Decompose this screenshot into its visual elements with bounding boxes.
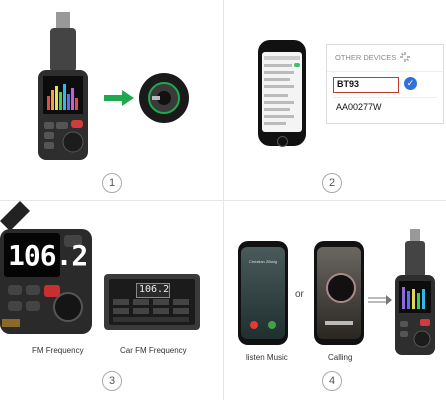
panel-2: OTHER DEVICES BT93 ✓ AA00277W 2 <box>224 0 446 200</box>
other-devices-label: OTHER DEVICES <box>335 53 397 62</box>
arrow-right-icon <box>104 90 134 106</box>
step-4-badge: 4 <box>322 371 342 391</box>
caption-car-fm-frequency: Car FM Frequency <box>120 346 187 355</box>
device-name: BT93 <box>337 79 360 89</box>
fm-transmitter-illustration <box>38 12 88 160</box>
incoming-call-screen: Christian Zillwig <box>241 247 285 339</box>
decline-call-icon <box>250 321 258 329</box>
divider-horizontal <box>0 200 446 201</box>
device-frequency-display: 106.2 <box>8 239 88 272</box>
smartphone <box>258 40 306 147</box>
phone-music-screen <box>314 241 364 345</box>
fm-transmitter-closeup <box>0 201 92 334</box>
caption-calling: Calling <box>328 353 353 362</box>
car-frequency-display: 106.2 <box>139 284 170 295</box>
home-button <box>277 136 288 147</box>
device-name: AA00277W <box>336 102 382 112</box>
bluetooth-devices-panel: OTHER DEVICES BT93 ✓ AA00277W <box>326 44 444 124</box>
panel-3: 106.2 106.2 FM Frequency Car FM Frequenc… <box>0 201 223 400</box>
panel-1: 1 <box>0 0 223 200</box>
step-3-badge: 3 <box>102 371 122 391</box>
panel-4: Christian Zillwig or listen Music Callin… <box>224 201 446 400</box>
caption-listen-music: listen Music <box>246 353 288 362</box>
row-divider <box>333 97 437 98</box>
power-port-closeup <box>139 73 189 123</box>
caption-fm-frequency: FM Frequency <box>32 346 84 355</box>
fm-transmitter-plugged <box>395 229 435 355</box>
car-frequency-box <box>136 283 170 298</box>
settings-screen <box>262 52 302 132</box>
other-devices-header: OTHER DEVICES <box>327 45 443 72</box>
car-stereo-screen: 106.2 <box>109 279 195 325</box>
phone-call-screen: Christian Zillwig <box>238 241 288 345</box>
car-stereo: 106.2 <box>104 274 200 330</box>
or-label: or <box>295 289 304 300</box>
accept-call-icon <box>268 321 276 329</box>
playback-controls <box>325 321 353 325</box>
double-arrow-icon <box>368 295 392 305</box>
caller-name: Christian Zillwig <box>248 259 277 264</box>
device-row-aa00277w[interactable]: AA00277W <box>333 101 437 115</box>
step-2-badge: 2 <box>322 173 342 193</box>
loading-spinner-icon <box>400 52 410 62</box>
music-player-screen <box>317 247 361 339</box>
equalizer-display <box>47 84 78 110</box>
device-row-bt93[interactable]: BT93 <box>333 77 399 93</box>
step-1-badge: 1 <box>102 173 122 193</box>
album-art-icon <box>326 273 356 303</box>
connected-check-icon: ✓ <box>404 77 417 90</box>
